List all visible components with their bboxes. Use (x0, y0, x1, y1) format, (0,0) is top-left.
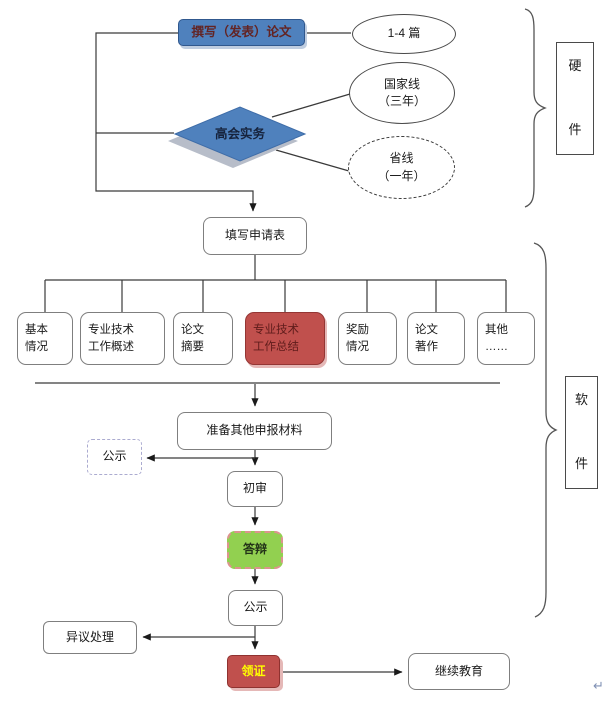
software-label-box: 软 件 (565, 376, 598, 489)
node-fill-form: 填写申请表 (203, 217, 307, 255)
node-province-line: 省线 （一年） (348, 136, 455, 199)
rail-left-connector (95, 32, 257, 212)
node-national-line: 国家线 （三年） (349, 62, 455, 124)
hardware-brace (524, 8, 547, 208)
attachment-work-overview: 专业技术 工作概述 (80, 312, 165, 365)
diamond-to-province (275, 149, 350, 172)
node-publicity-branch: 公示 (87, 439, 142, 475)
attachment-others: 其他 …… (477, 312, 535, 365)
attachment-work-summary: 专业技术 工作总结 (245, 312, 325, 365)
node-first-review: 初审 (227, 471, 283, 507)
software-char-top: 软 (574, 392, 588, 407)
attachment-paper-abstract: 论文 摘要 (173, 312, 233, 365)
node-publicity-main: 公示 (228, 590, 283, 626)
attachment-publications: 论文 著作 (407, 312, 465, 365)
node-paper-count: 1-4 篇 (352, 14, 456, 54)
node-prepare-materials: 准备其他申报材料 (177, 412, 332, 450)
diamond-to-national (271, 93, 351, 118)
node-objection-handling: 异议处理 (43, 621, 137, 654)
software-char-bottom: 件 (574, 456, 588, 472)
attachment-awards: 奖励 情况 (338, 312, 397, 365)
hardware-char-top: 硬 (568, 58, 582, 73)
node-continuing-education: 继续教育 (408, 653, 510, 690)
node-write-paper: 撰写（发表）论文 (178, 19, 305, 46)
practice-exam-diamond (173, 106, 307, 162)
node-defense: 答辩 (227, 531, 283, 569)
node-get-certificate: 领证 (227, 655, 280, 688)
hardware-char-bottom: 件 (568, 122, 582, 138)
paragraph-return-mark: ↵ (593, 678, 604, 693)
hardware-label-box: 硬 件 (556, 42, 594, 155)
attachment-basic-info: 基本 情况 (17, 312, 73, 365)
software-brace (533, 242, 558, 618)
node-practice-exam-label: 高会实务 (214, 126, 265, 141)
